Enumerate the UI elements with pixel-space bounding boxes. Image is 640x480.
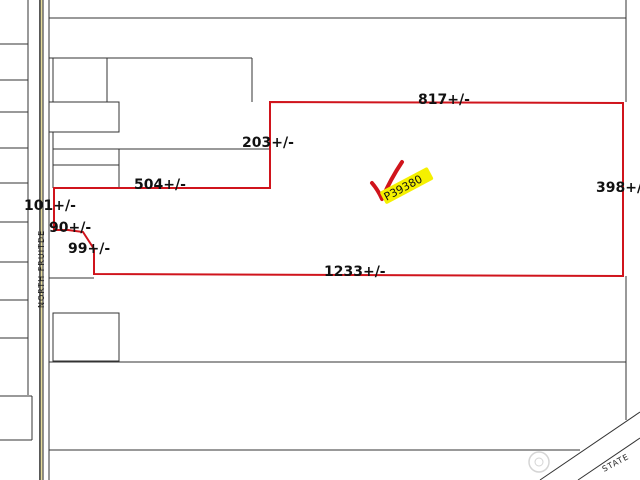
check-icon (370, 160, 404, 201)
dimension-left-top: 101+/- (24, 198, 76, 214)
street-label-state: STATE (601, 452, 631, 474)
dimension-top: 817+/- (418, 92, 470, 108)
state-road: STATE (539, 411, 640, 480)
dimension-bottom: 1233+/- (324, 264, 386, 280)
dimension-notch-horizontal: 504+/- (134, 177, 186, 193)
lot-lines (0, 0, 627, 480)
dimension-notch-vertical: 203+/- (242, 135, 294, 151)
north-fruitdale-road (39, 0, 44, 480)
dimension-left-small: 99+/- (68, 241, 110, 257)
dimension-right: 398+/ (596, 180, 640, 196)
watermark-logo (528, 451, 550, 473)
parcel-id: P39380 (382, 173, 425, 204)
dimension-left-mid: 90+/- (49, 220, 91, 236)
street-label-north-fruitdale: NORTH FRUITDE (37, 230, 46, 308)
parcel-boundary (53, 100, 624, 278)
